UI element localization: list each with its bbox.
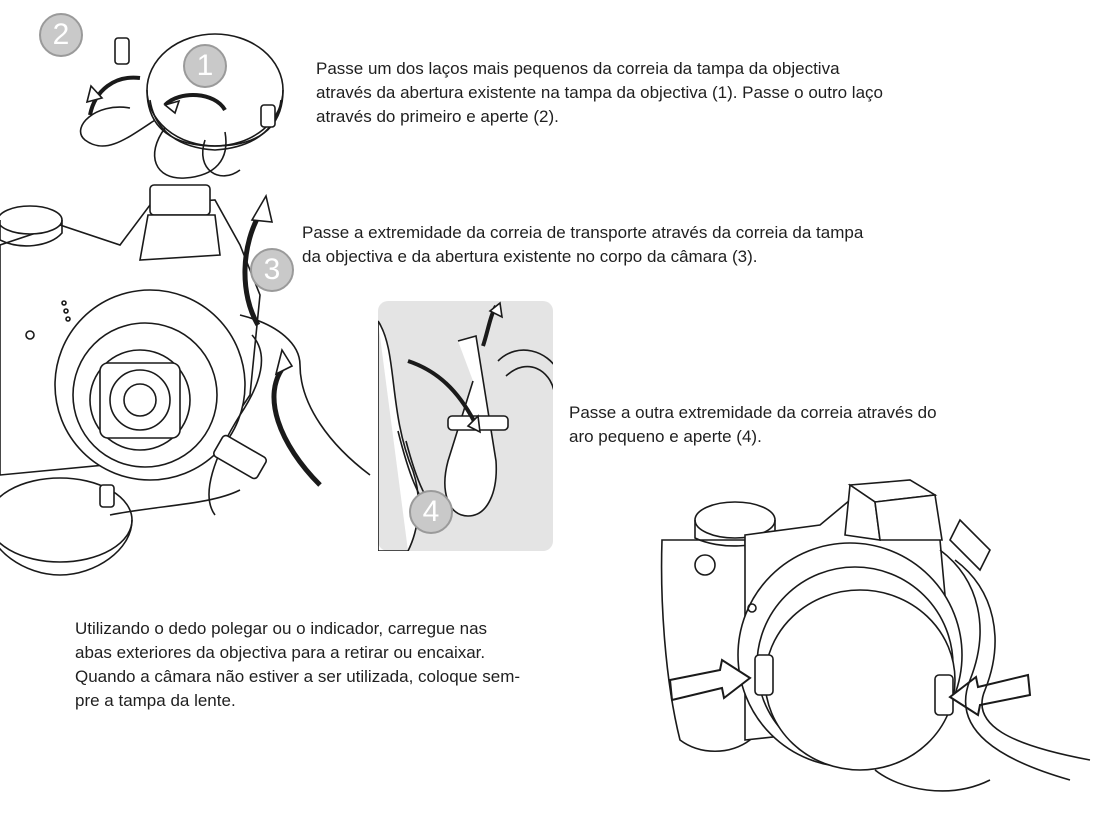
instruction-line: Utilizando o dedo polegar ou o indicador…	[75, 619, 488, 638]
instruction-line: aro pequeno e aperte (4).	[569, 427, 762, 446]
instruction-line: da objectiva e da abertura existente no …	[302, 247, 758, 266]
step-badge-4: 4	[409, 490, 453, 534]
instruction-thread-neck-strap: Passe a extremidade da correia de transp…	[302, 221, 863, 269]
instruction-line: Passe a outra extremidade da correia atr…	[569, 403, 937, 422]
instruction-line: pre a tampa da lente.	[75, 691, 236, 710]
step-badge-2: 2	[39, 13, 83, 57]
instruction-line: através da abertura existente na tampa d…	[316, 83, 883, 102]
lens-cap-strap-illustration	[55, 20, 295, 200]
instruction-line: através do primeiro e aperte (2).	[316, 107, 559, 126]
instruction-remove-attach-cap: Utilizando o dedo polegar ou o indicador…	[75, 617, 520, 713]
instruction-line: Passe um dos laços mais pequenos da corr…	[316, 59, 840, 78]
step-badge-1: 1	[183, 44, 227, 88]
camera-with-lens-cap-illustration	[650, 479, 1118, 823]
camera-strap-attachment-illustration	[0, 184, 380, 580]
instruction-attach-cap-strap: Passe um dos laços mais pequenos da corr…	[316, 57, 883, 129]
instruction-tighten-loop: Passe a outra extremidade da correia atr…	[569, 401, 937, 449]
strap-loop-inset-panel	[377, 301, 559, 552]
instruction-line: abas exteriores da objectiva para a reti…	[75, 643, 486, 662]
step-badge-3: 3	[250, 248, 294, 292]
instruction-line: Passe a extremidade da correia de transp…	[302, 223, 864, 242]
instruction-line: Quando a câmara não estiver a ser utiliz…	[75, 667, 521, 686]
